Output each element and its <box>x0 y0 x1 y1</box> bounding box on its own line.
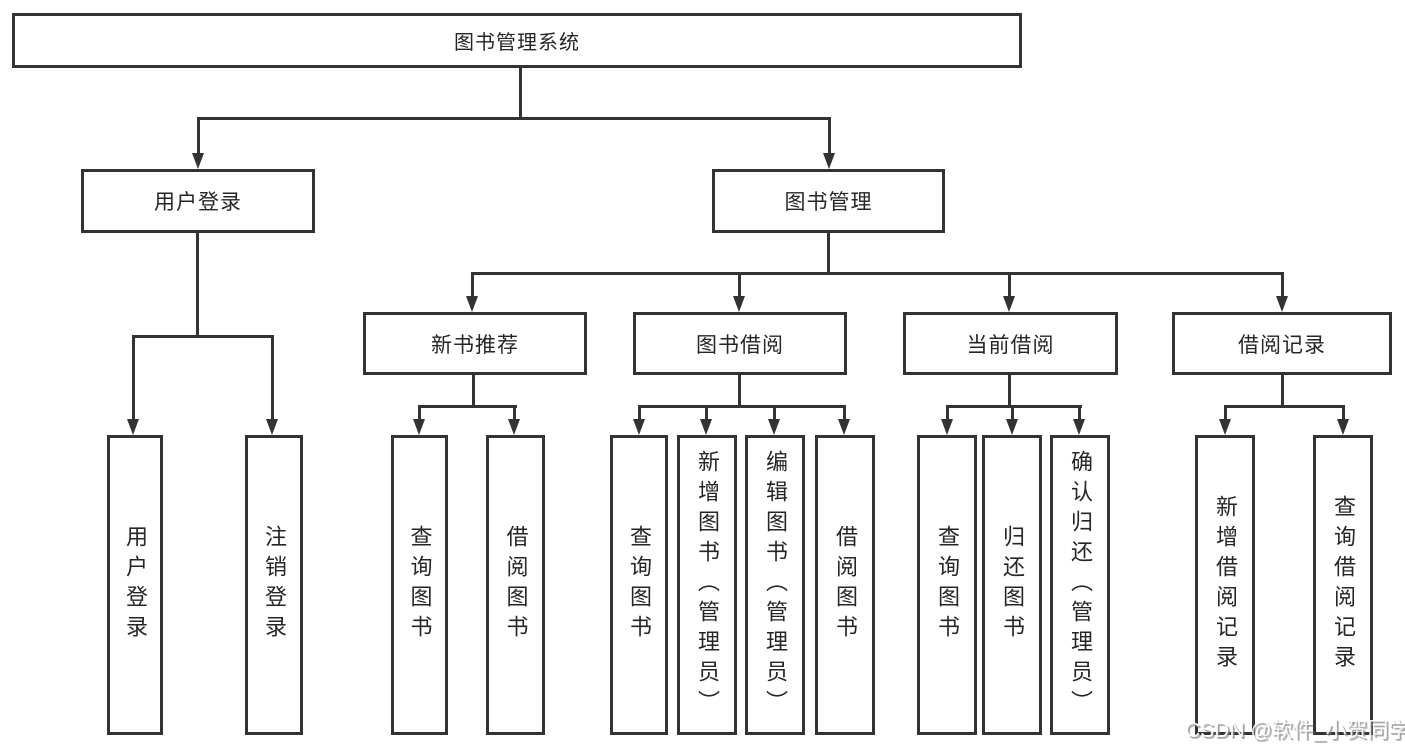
connector-line <box>773 405 776 421</box>
watermark: CSDN @软件_小贺同学 <box>1185 719 1405 742</box>
connector-line <box>418 405 517 408</box>
leaf-query-borrow-record: 查询借阅记录 <box>1313 435 1373 735</box>
node-new-book-recommendation: 新书推荐 <box>363 312 587 375</box>
connector-line <box>827 233 830 272</box>
connector-line <box>519 68 522 117</box>
connector-line <box>197 117 200 155</box>
arrowhead-down-icon <box>192 153 204 169</box>
connector-line <box>638 405 641 421</box>
connector-line <box>196 233 199 335</box>
connector-line <box>946 405 1082 408</box>
arrowhead-down-icon <box>508 419 520 435</box>
arrowhead-down-icon <box>1006 419 1018 435</box>
arrowhead-down-icon <box>941 419 953 435</box>
connector-line <box>1281 375 1284 405</box>
arrowhead-down-icon <box>768 419 780 435</box>
node-root: 图书管理系统 <box>12 13 1022 68</box>
connector-line <box>132 335 135 421</box>
arrowhead-down-icon <box>1337 419 1349 435</box>
connector-line <box>513 405 516 421</box>
leaf-logout: 注销登录 <box>245 435 303 735</box>
arrowhead-down-icon <box>413 419 425 435</box>
leaf-add-borrow-record: 新增借阅记录 <box>1195 435 1255 735</box>
connector-line <box>1008 375 1011 405</box>
leaf-query-books-borrowing: 查询图书 <box>610 435 668 735</box>
connector-line <box>705 405 708 421</box>
connector-line <box>1224 405 1227 421</box>
arrowhead-down-icon <box>823 153 835 169</box>
leaf-borrow-books-borrowing: 借阅图书 <box>815 435 875 735</box>
arrowhead-down-icon <box>466 296 478 312</box>
leaf-confirm-return-admin: 确认归还（管理员） <box>1050 435 1110 735</box>
arrowhead-down-icon <box>127 419 139 435</box>
connector-line <box>197 117 831 120</box>
connector-line <box>828 117 831 155</box>
node-user-login: 用户登录 <box>81 169 315 233</box>
leaf-query-books-recommend: 查询图书 <box>391 435 448 735</box>
connector-line <box>1008 272 1011 298</box>
connector-line <box>418 405 421 421</box>
connector-line <box>738 272 741 298</box>
leaf-edit-book-admin: 编辑图书（管理员） <box>745 435 805 735</box>
connector-line <box>471 272 1284 275</box>
node-current-borrowing: 当前借阅 <box>903 312 1118 375</box>
leaf-borrow-books-recommend: 借阅图书 <box>486 435 545 735</box>
leaf-query-books-current: 查询图书 <box>917 435 977 735</box>
connector-line <box>1281 272 1284 298</box>
connector-line <box>638 405 846 408</box>
arrowhead-down-icon <box>1003 296 1015 312</box>
connector-line <box>271 335 274 421</box>
arrowhead-down-icon <box>633 419 645 435</box>
arrowhead-down-icon <box>1219 419 1231 435</box>
arrowhead-down-icon <box>1073 419 1085 435</box>
node-book-borrowing: 图书借阅 <box>633 312 847 375</box>
leaf-user-login: 用户登录 <box>107 435 163 735</box>
connector-line <box>1011 405 1014 421</box>
connector-line <box>946 405 949 421</box>
node-borrowing-records: 借阅记录 <box>1172 312 1392 375</box>
arrowhead-down-icon <box>266 419 278 435</box>
leaf-add-book-admin: 新增图书（管理员） <box>677 435 737 735</box>
connector-line <box>1078 405 1081 421</box>
arrowhead-down-icon <box>733 296 745 312</box>
connector-line <box>738 375 741 405</box>
connector-line <box>132 335 274 338</box>
arrowhead-down-icon <box>700 419 712 435</box>
connector-line <box>843 405 846 421</box>
connector-line <box>471 272 474 298</box>
node-book-management: 图书管理 <box>712 169 945 233</box>
arrowhead-down-icon <box>838 419 850 435</box>
connector-line <box>1342 405 1345 421</box>
connector-line <box>472 375 475 405</box>
arrowhead-down-icon <box>1276 296 1288 312</box>
connector-line <box>1224 405 1345 408</box>
leaf-return-book: 归还图书 <box>982 435 1042 735</box>
